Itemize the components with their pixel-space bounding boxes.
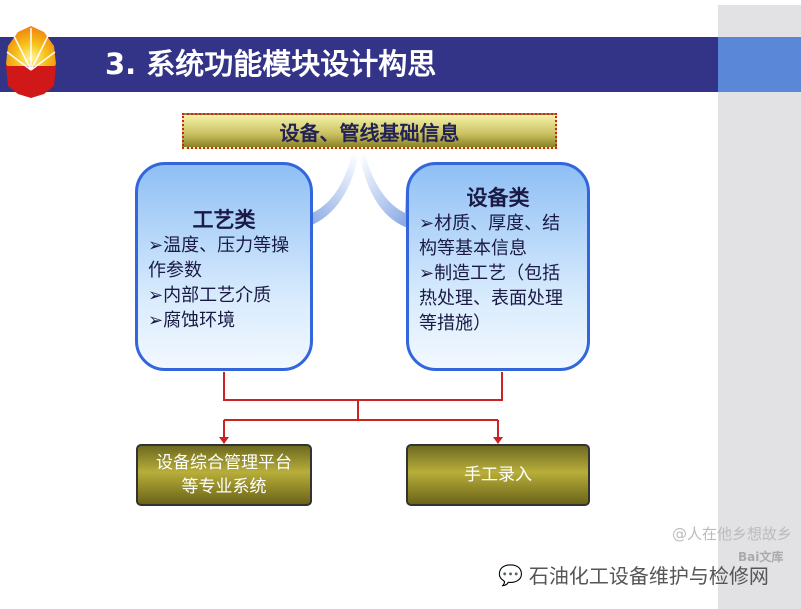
wechat-icon: 💬 — [498, 562, 523, 587]
equipment-category-box: 设备类 ➢材质、厚度、结构等基本信息 ➢制造工艺（包括热处理、表面处理等措施） — [406, 162, 590, 371]
company-logo-icon — [6, 26, 56, 98]
equipment-heading: 设备类 — [466, 186, 530, 210]
title-band — [0, 37, 718, 92]
basic-info-box: 设备、管线基础信息 — [182, 113, 557, 149]
process-item: ➢内部工艺介质 — [148, 285, 272, 306]
side-panel — [718, 5, 801, 609]
manual-entry-box: 手工录入 — [406, 444, 590, 506]
process-item: ➢温度、压力等操作参数 — [148, 235, 290, 281]
wechat-watermark: 💬 石油化工设备维护与检修网 — [498, 560, 769, 589]
process-heading: 工艺类 — [192, 208, 256, 232]
management-platform-box: 设备综合管理平台等专业系统 — [136, 444, 312, 506]
baidu-watermark: Bai文库 — [738, 550, 784, 564]
equipment-item: ➢材质、厚度、结构等基本信息 — [419, 213, 561, 259]
equipment-item: ➢制造工艺（包括热处理、表面处理等措施） — [419, 263, 563, 334]
process-category-box: 工艺类 ➢温度、压力等操作参数 ➢内部工艺介质 ➢腐蚀环境 — [135, 162, 313, 371]
process-item: ➢腐蚀环境 — [148, 310, 236, 331]
title-band-accent — [718, 37, 801, 92]
slide-title: 3. 系统功能模块设计构思 — [105, 47, 437, 81]
wechat-account-name: 石油化工设备维护与检修网 — [528, 564, 769, 588]
author-watermark: @人在他乡想故乡 — [672, 525, 793, 543]
